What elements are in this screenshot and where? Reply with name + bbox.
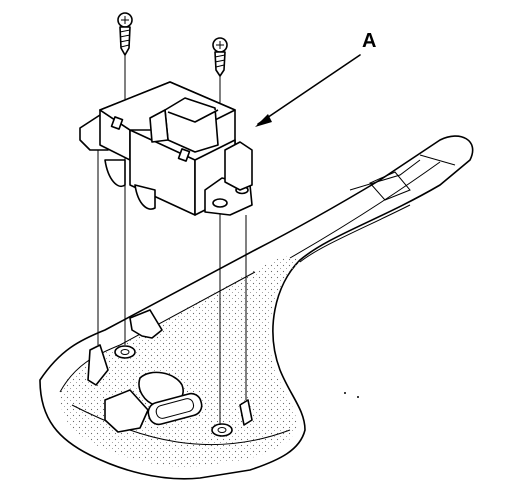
switch-module [79, 81, 253, 216]
speckle-marks [344, 392, 359, 398]
callout-arrow [255, 54, 361, 127]
callout-label-a: A [362, 30, 377, 52]
console-mount-bosses [87, 309, 253, 437]
screw-right [212, 37, 228, 77]
console-panel [39, 135, 474, 480]
screw-left [117, 12, 133, 56]
